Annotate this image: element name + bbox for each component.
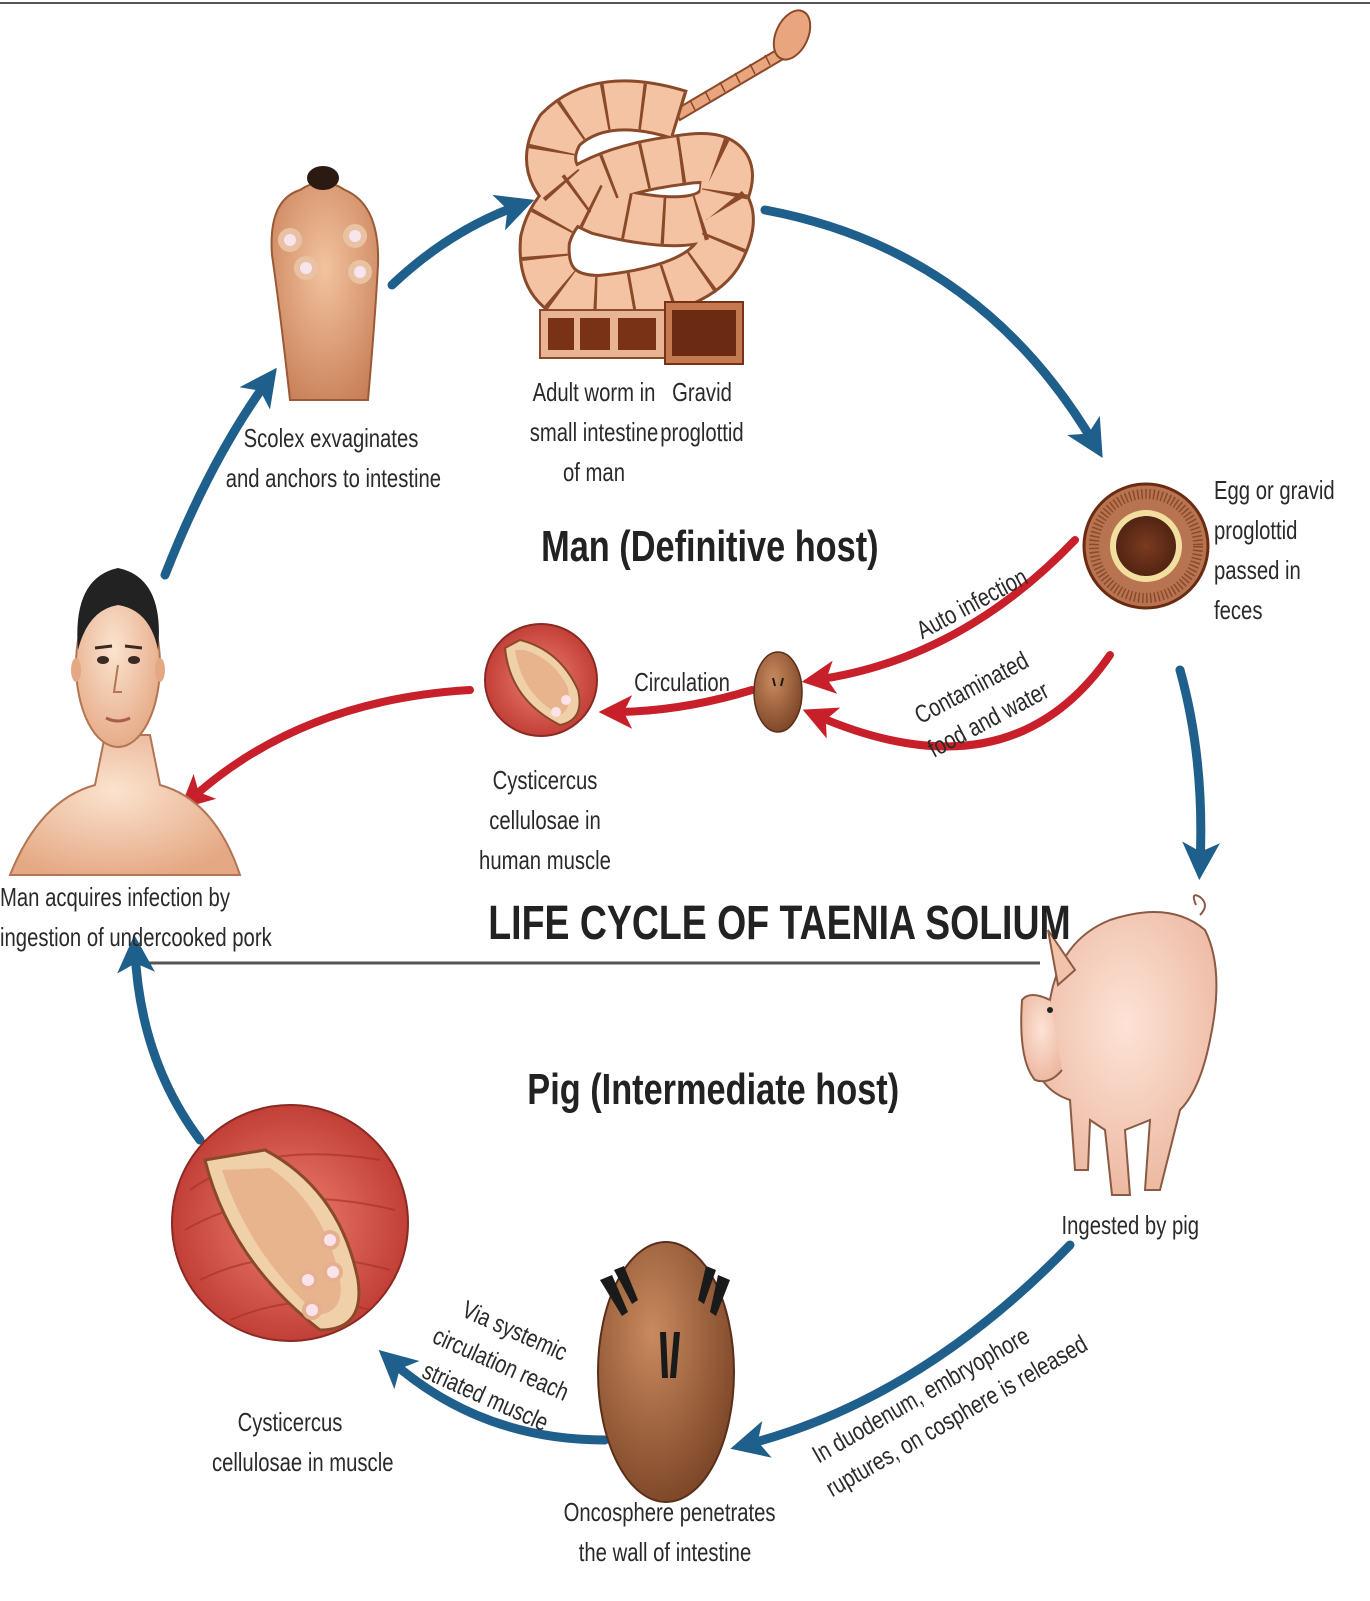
- scolex-icon: [272, 166, 379, 400]
- oncosphere-line-2: the wall of intestine: [564, 1532, 767, 1572]
- adult-worm-line-1: Adult worm in: [524, 372, 664, 412]
- page-title: LIFE CYCLE OF TAENIA SOLIUM: [488, 895, 901, 953]
- scolex-line-1: Scolex exvaginates: [226, 418, 437, 458]
- scolex-label: Scolex exvaginates and anchors to intest…: [226, 418, 437, 498]
- man-acquires-line-2: ingestion of undercooked pork: [0, 917, 204, 957]
- circulation-label: Circulation: [627, 662, 736, 702]
- cysticercus-human-line-2: cellulosae in: [479, 800, 612, 840]
- oncosphere-icon: [598, 1242, 734, 1502]
- adult-worm-line-2: small intestine: [524, 412, 664, 452]
- cysticercus-human-icon: [485, 624, 597, 736]
- adult-worm-line-3: of man: [524, 452, 664, 492]
- egg-line-4: feces: [1214, 590, 1331, 630]
- arrow-scolex-to-adult: [392, 205, 520, 285]
- cysticercus-human-line-1: Cysticercus: [479, 760, 612, 800]
- cysticercus-muscle-label: Cysticercus cellulosae in muscle: [212, 1402, 368, 1482]
- arrow-cysticercus-to-man: [190, 690, 470, 800]
- oncosphere-label: Oncosphere penetrates the wall of intest…: [564, 1492, 767, 1572]
- egg-icon: [1084, 484, 1208, 608]
- arrow-adult-to-egg: [765, 210, 1095, 445]
- egg-line-2: proglottid: [1214, 510, 1331, 550]
- arrow-egg-to-pig: [1180, 670, 1201, 865]
- oncosphere-line-1: Oncosphere penetrates: [564, 1492, 767, 1532]
- cysticercus-human-line-3: human muscle: [479, 840, 612, 880]
- adult-worm-label: Adult worm in small intestine of man: [524, 372, 664, 492]
- cysticercus-muscle-line-1: Cysticercus: [212, 1402, 368, 1442]
- arrow-muscle-to-man: [135, 950, 200, 1140]
- cysticercus-muscle-line-2: cellulosae in muscle: [212, 1442, 368, 1482]
- gravid-line-2: proglottid: [655, 412, 749, 452]
- gravid-proglottid-label: Gravid proglottid: [655, 372, 749, 452]
- man-acquires-line-1: Man acquires infection by: [0, 877, 204, 917]
- egg-line-3: passed in: [1214, 550, 1331, 590]
- cysticercus-human-label: Cysticercus cellulosae in human muscle: [479, 760, 612, 880]
- definitive-host-heading: Man (Definitive host): [541, 520, 861, 574]
- egg-line-1: Egg or gravid: [1214, 470, 1331, 510]
- gravid-line-1: Gravid: [655, 372, 749, 412]
- ingested-by-pig-label: Ingested by pig: [1062, 1205, 1179, 1245]
- egg-label: Egg or gravid proglottid passed in feces: [1214, 470, 1331, 630]
- intermediate-host-heading: Pig (Intermediate host): [527, 1063, 862, 1117]
- man-head-icon: [10, 568, 240, 875]
- cysticercus-muscle-icon: [172, 1105, 408, 1341]
- oncosphere-small-icon: [754, 652, 802, 732]
- tapeworm-icon: [540, 5, 817, 364]
- scolex-line-2: and anchors to intestine: [226, 458, 437, 498]
- man-acquires-label: Man acquires infection by ingestion of u…: [0, 877, 204, 957]
